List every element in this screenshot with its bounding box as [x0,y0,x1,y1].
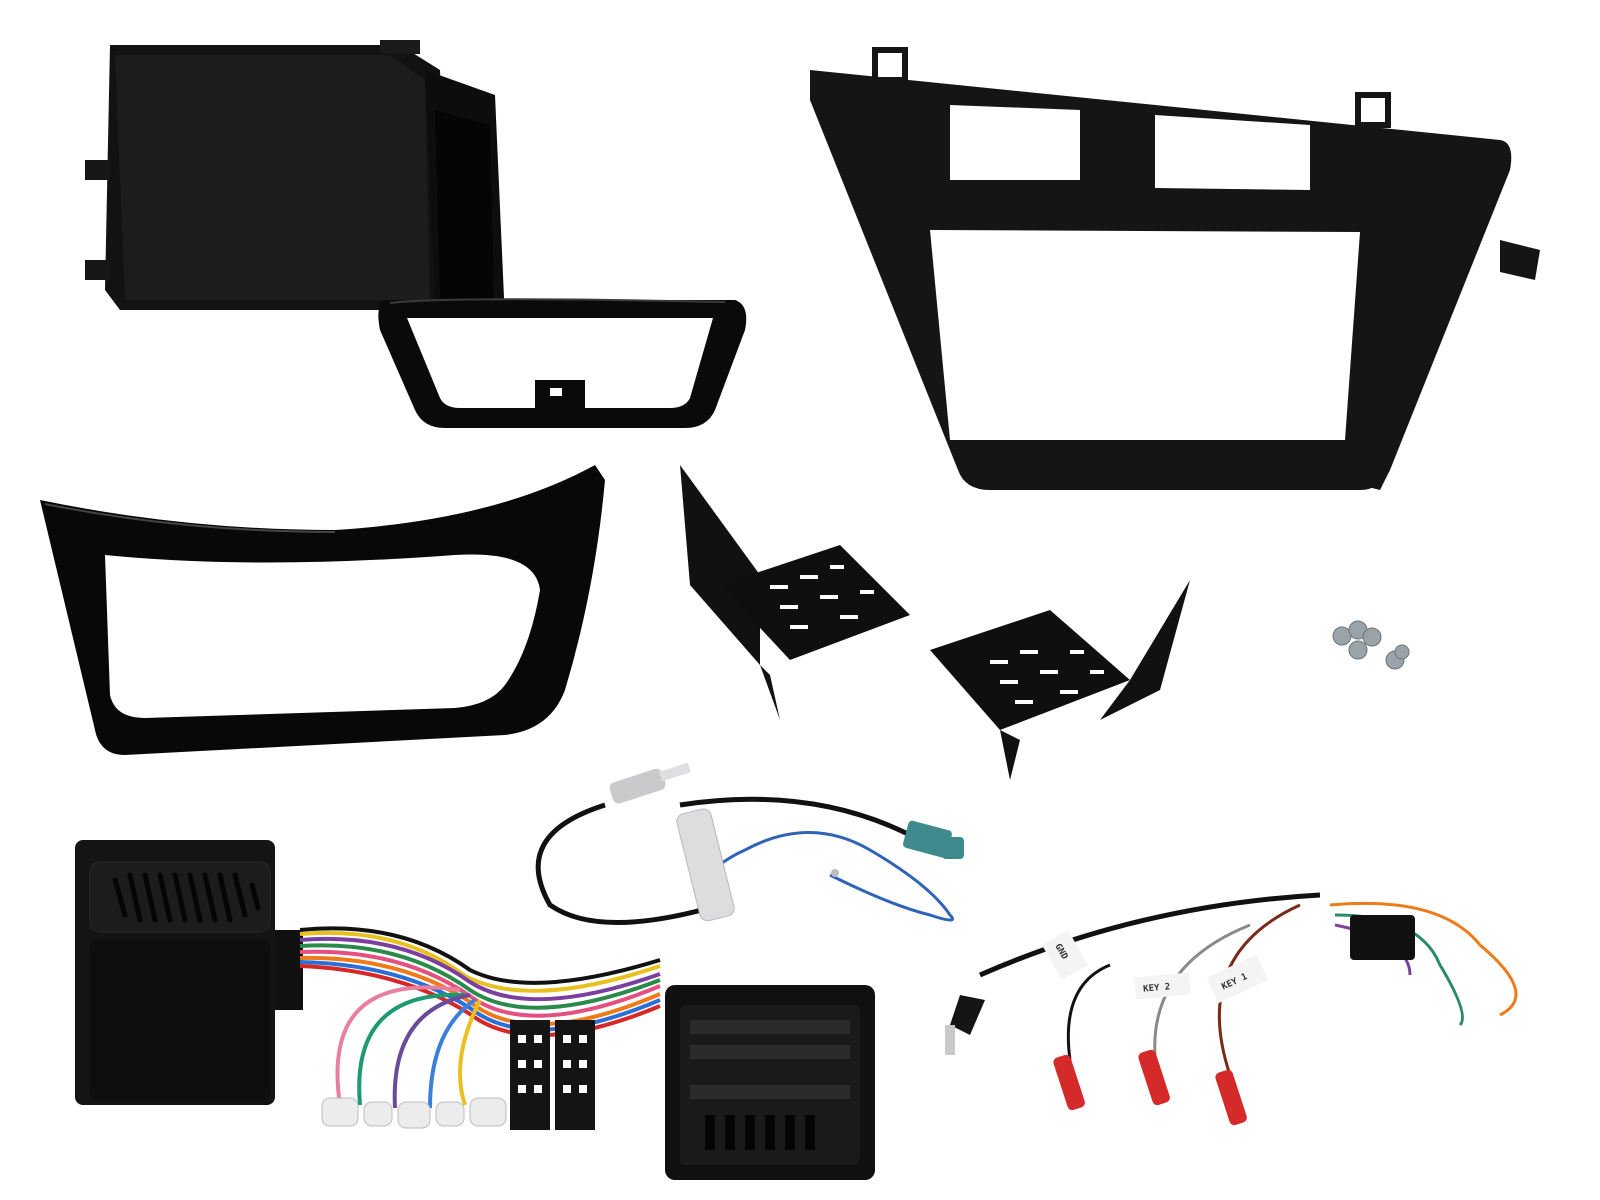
small-trim-ring [365,270,755,440]
mounting-bracket-right [920,570,1210,785]
mounting-bracket-left [660,455,930,725]
label-gnd: GND [1042,930,1088,980]
steering-control-interface-box [75,840,305,1110]
label-key-2: KEY 2 [1134,972,1191,1000]
svg-text:KEY 2: KEY 2 [1143,982,1171,994]
mounting-screws [1320,610,1420,680]
iso-harness [299,870,661,1170]
double-din-fascia [800,40,1560,510]
antenna-adapter [510,762,980,935]
storage-pocket [80,40,540,330]
vehicle-quadlock-connector [665,985,880,1185]
large-climate-trim [35,460,615,760]
steering-control-patch-lead: GND KEY 2 KEY 1 [940,885,1540,1160]
label-key-1: KEY 1 [1206,954,1269,1004]
